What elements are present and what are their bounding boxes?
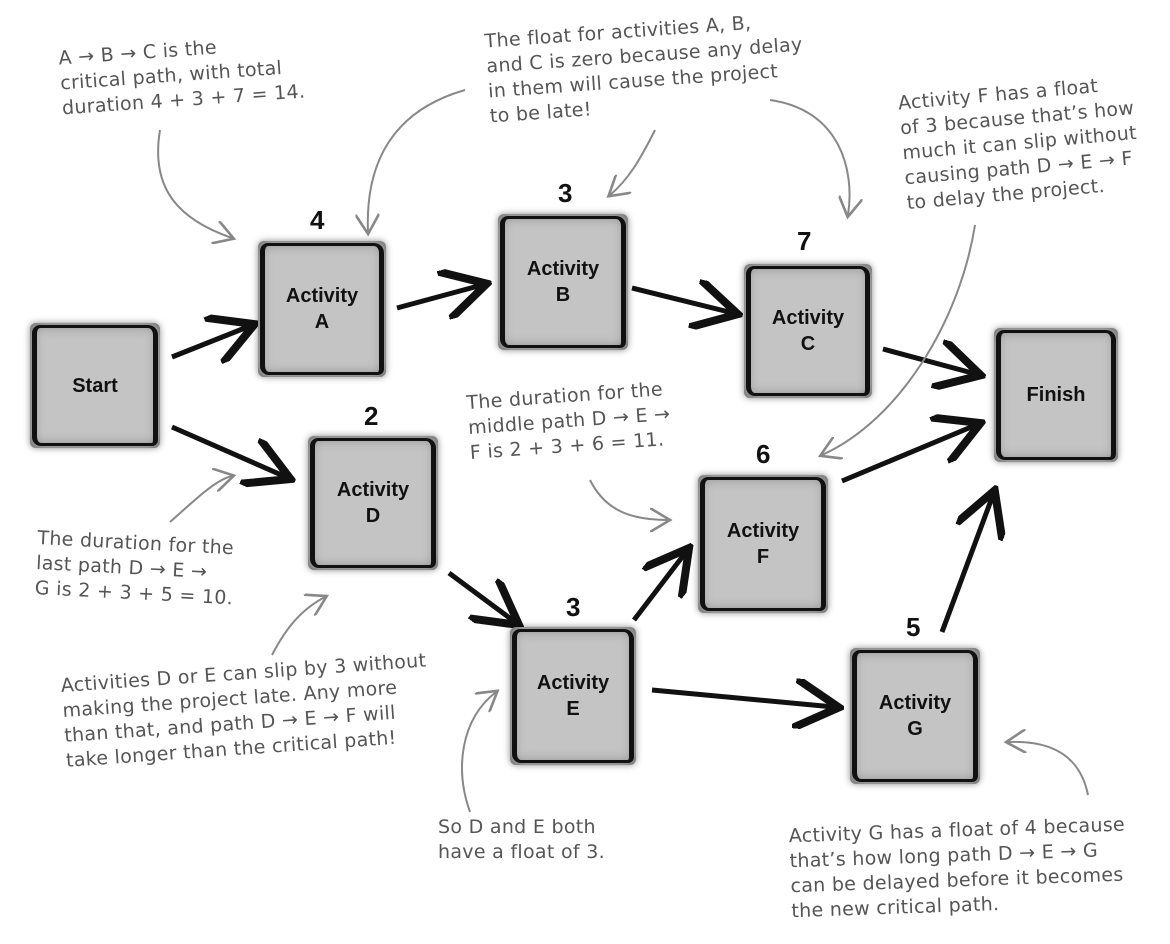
duration-f: 6	[756, 439, 771, 469]
pointer-float-de	[461, 692, 496, 813]
node-c-line2: C	[800, 333, 816, 355]
node-b-line2: B	[555, 284, 571, 306]
node-g-line1: Activity	[878, 692, 952, 714]
duration-a: 4	[310, 205, 325, 235]
duration-e: 3	[566, 592, 581, 622]
node-e-line1: Activity	[536, 672, 610, 694]
node-d-line1: Activity	[336, 479, 410, 501]
arrow-start-to-d	[170, 424, 286, 477]
arrow-e-to-f	[632, 552, 686, 622]
note-middle-path: The duration for the middle path D → E →…	[465, 378, 671, 464]
pointer-middle-path	[589, 479, 668, 520]
pointer-float-abc-c	[769, 99, 850, 215]
node-start-label: Start	[72, 374, 118, 397]
node-b-line1: Activity	[526, 258, 600, 280]
pointer-slip-de	[271, 597, 325, 656]
node-finish-label: Finish	[1026, 384, 1086, 406]
duration-c: 7	[797, 226, 812, 256]
arrow-f-to-finish	[841, 425, 976, 484]
pointer-critical-path	[157, 129, 232, 238]
node-a-line2: A	[314, 311, 330, 333]
pointer-float-abc-b	[610, 129, 656, 195]
duration-b: 3	[558, 178, 573, 208]
arrow-a-to-b	[396, 285, 482, 308]
arrow-e-to-g	[651, 690, 834, 707]
arrow-c-to-finish	[882, 349, 976, 374]
arrow-g-to-finish	[939, 495, 993, 633]
node-finish: Finish	[994, 328, 1118, 462]
node-f-line2: F	[756, 546, 770, 568]
note-float-g: Activity G has a float of 4 because that…	[788, 813, 1126, 923]
arrow-d-to-e	[447, 570, 515, 622]
note-last-path: The duration for the last path D → E → G…	[34, 527, 235, 610]
node-c-line1: Activity	[771, 307, 845, 329]
node-start: Start	[30, 323, 160, 448]
arrow-start-to-a	[171, 326, 250, 357]
note-float-f: Activity F has a float of 3 because that…	[897, 75, 1138, 215]
note-float-de: So D and E both have a float of 3.	[438, 816, 605, 863]
duration-d: 2	[364, 401, 379, 431]
node-a-line1: Activity	[285, 285, 359, 307]
node-e-line2: E	[566, 698, 580, 720]
node-g-line2: G	[907, 718, 923, 740]
node-d-line2: D	[365, 505, 381, 527]
pointer-float-g	[1008, 742, 1089, 796]
pointer-float-abc-a	[368, 89, 466, 232]
pointer-last-path	[169, 476, 232, 523]
arrow-b-to-c	[631, 288, 733, 313]
duration-g: 5	[906, 612, 921, 642]
node-f-line1: Activity	[726, 520, 800, 542]
pointer-float-f	[822, 224, 976, 455]
